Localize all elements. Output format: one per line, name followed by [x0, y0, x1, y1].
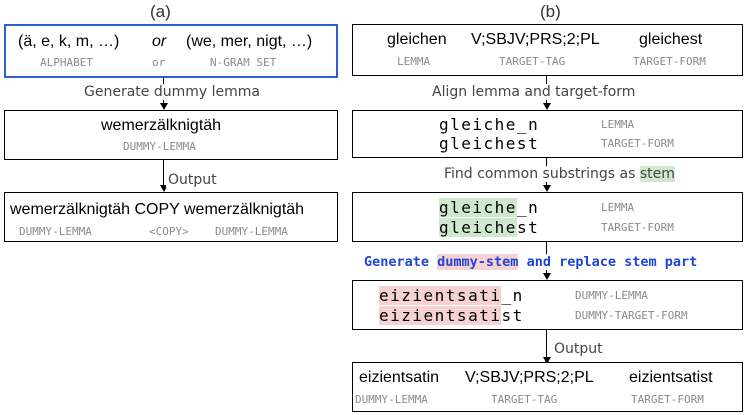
stem-highlight: stem — [639, 166, 675, 182]
panel-a-input-box: (ä, e, k, m, …) or (we, mer, nigt, …) AL… — [4, 24, 338, 78]
dummy-form-row: eizientsatist — [379, 306, 524, 325]
dummy-output-form: eizientsatist — [629, 369, 713, 386]
output-copy-text: wemerzälknigtäh COPY wemerzälknigtäh — [10, 201, 305, 218]
step3-suffix: and replace stem part — [518, 254, 698, 270]
stem-form-tag: TARGET-FORM — [601, 221, 674, 234]
aligned-form-tag: TARGET-FORM — [601, 137, 674, 150]
aligned-form-text: gleichest — [439, 134, 540, 153]
dummy-lemma-row-tag: DUMMY-LEMMA — [575, 289, 648, 302]
panel-a-output-box: wemerzälknigtäh COPY wemerzälknigtäh DUM… — [4, 192, 338, 242]
dummy-lemma-row: eizientsati_n — [379, 286, 524, 305]
lemma-text: gleichen — [387, 31, 447, 48]
or-text: or — [152, 33, 167, 50]
target-form-tag: TARGET-FORM — [633, 55, 706, 68]
target-tag-text: V;SBJV;PRS;2;PL — [471, 31, 600, 48]
panel-b-label: (b) — [540, 2, 561, 21]
dummy-form-rest: st — [501, 306, 524, 325]
alphabet-text: (ä, e, k, m, …) — [18, 33, 120, 50]
step-align: Align lemma and target-form — [430, 84, 638, 100]
arrow-a2-line — [163, 160, 164, 188]
stem-lemma-rest: _n — [516, 198, 540, 217]
arrow-b4-head — [542, 357, 551, 364]
output-copy-tag: <COPY> — [149, 225, 189, 238]
arrow-b3-head — [542, 273, 551, 280]
or-tag: or — [152, 56, 166, 69]
dummy-output-form-tag: TARGET-FORM — [631, 393, 704, 406]
dummy-stem-highlight: dummy-stem — [437, 254, 519, 270]
step-generate-dummy-stem: Generate dummy-stem and replace stem par… — [362, 254, 700, 270]
stem-lemma-row: gleiche_n — [439, 198, 539, 217]
panel-a-label: (a) — [150, 2, 171, 21]
alphabet-tag: ALPHABET — [40, 56, 93, 69]
panel-b-output-box: eizientsatin V;SBJV;PRS;2;PL eizientsati… — [352, 362, 743, 412]
target-form-text: gleichest — [639, 31, 703, 48]
output-dummy-lemma-tag-1: DUMMY-LEMMA — [19, 225, 92, 238]
panel-b-align-box: gleiche_n gleichest LEMMA TARGET-FORM — [352, 110, 743, 158]
dummy-lemma-rest: _n — [501, 286, 524, 305]
arrow-b1-head — [542, 103, 551, 110]
lemma-tag: LEMMA — [397, 55, 431, 68]
step-find-common-substrings: Find common substrings as stem — [442, 166, 677, 182]
step-output-a: Output — [166, 172, 219, 188]
stem-form-row: gleichest — [439, 218, 539, 237]
arrow-a1-head — [159, 103, 168, 110]
stem-form-stem: gleiche — [439, 218, 517, 237]
dummy-output-lemma-tag: DUMMY-LEMMA — [355, 393, 428, 406]
dummy-lemma-tag: DUMMY-LEMMA — [123, 140, 196, 153]
stem-lemma-tag: LEMMA — [601, 201, 635, 214]
ngram-tag: N-GRAM SET — [210, 56, 277, 69]
panel-b-dummy-stem-box: eizientsati_n eizientsatist DUMMY-LEMMA … — [352, 280, 743, 330]
panel-b-input-box: gleichen V;SBJV;PRS;2;PL gleichest LEMMA… — [352, 24, 743, 76]
arrow-b4-line — [546, 330, 547, 360]
ngram-text: (we, mer, nigt, …) — [186, 33, 313, 50]
stem-lemma-stem: gleiche — [439, 198, 517, 217]
aligned-lemma-tag: LEMMA — [601, 118, 635, 131]
dummy-lemma-text: wemerzälknigtäh — [101, 117, 222, 134]
step-output-b: Output — [552, 341, 605, 357]
dummy-output-lemma: eizientsatin — [359, 369, 440, 386]
step2-prefix: Find common substrings as — [444, 166, 640, 182]
dummy-output-target-tag: TARGET-TAG — [491, 393, 558, 406]
panel-b-stem-box: gleiche_n gleichest LEMMA TARGET-FORM — [352, 192, 743, 242]
aligned-lemma-text: gleiche_n — [439, 115, 540, 134]
step3-prefix: Generate — [364, 254, 438, 270]
arrow-a2-head — [159, 185, 168, 192]
step-generate-dummy-lemma: Generate dummy lemma — [82, 84, 262, 100]
dummy-form-stem: eizientsati — [379, 306, 502, 325]
dummy-output-tag: V;SBJV;PRS;2;PL — [465, 369, 594, 386]
panel-a-dummy-lemma-box: wemerzälknigtäh DUMMY-LEMMA — [4, 110, 338, 160]
target-tag-tag: TARGET-TAG — [499, 55, 566, 68]
dummy-lemma-stem: eizientsati — [379, 286, 502, 305]
dummy-form-row-tag: DUMMY-TARGET-FORM — [575, 309, 688, 322]
output-dummy-lemma-tag-2: DUMMY-LEMMA — [215, 225, 288, 238]
stem-form-rest: st — [516, 218, 540, 237]
arrow-b2-head — [542, 185, 551, 192]
